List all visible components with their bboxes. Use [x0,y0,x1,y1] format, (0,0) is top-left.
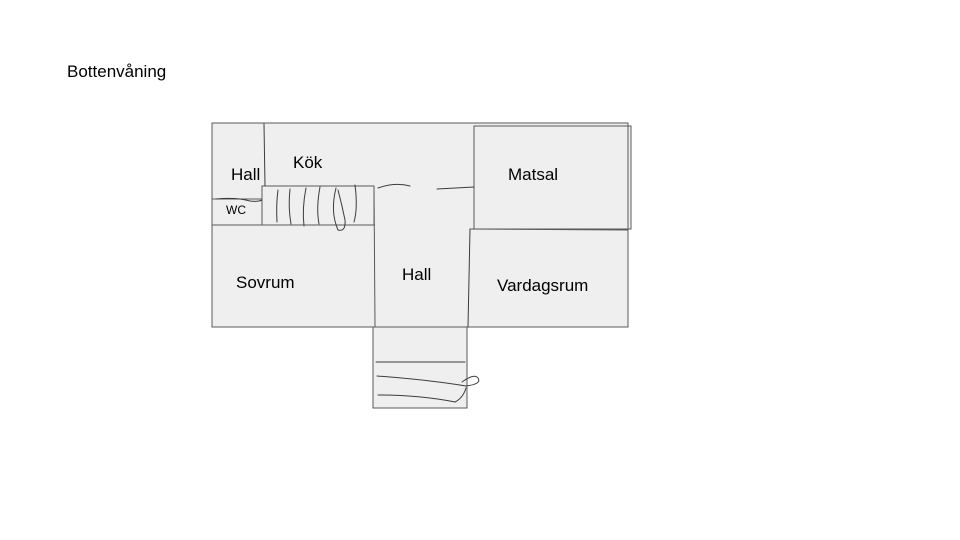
sketch-entrance-stair-3 [377,387,467,403]
sketch-stair-line-3 [302,187,307,227]
sketch-stair-line-1 [276,189,279,223]
room-label-hall-top: Hall [231,165,260,184]
dining-room-outline [473,125,632,230]
room-label-kitchen: Kök [293,153,323,172]
wall-hall-living [467,228,471,328]
wall-living-top [469,228,629,231]
sketch-stair-line-2 [288,188,292,225]
room-label-wc: WC [226,203,246,217]
sketch-stair-line-4 [317,186,321,225]
room-label-dining: Matsal [508,165,558,184]
room-label-bedroom: Sovrum [236,273,295,292]
entrance-outline [372,326,468,409]
sketch-stair-line-6 [353,184,357,223]
sketch-wc-line [215,197,263,202]
sketch-passage-2 [436,186,475,190]
room-label-hall-center: Hall [402,265,431,284]
sketch-stair-line-5 [332,187,346,231]
sketch-passage-1 [377,183,411,189]
sketch-hall-kitchen-divider [263,123,266,187]
sketch-entrance-stair-2 [376,375,480,387]
page-title: Bottenvåning [67,62,167,81]
room-label-living: Vardagsrum [497,276,588,295]
